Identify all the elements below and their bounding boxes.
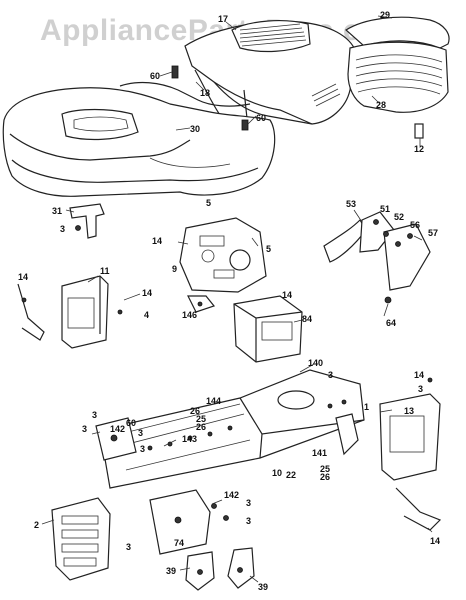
callout-142: 142 xyxy=(224,490,239,500)
callout-31: 31 xyxy=(52,206,62,216)
fender xyxy=(2,65,276,197)
callout-3: 3 xyxy=(92,410,97,420)
callout-14: 14 xyxy=(282,290,292,300)
callout-12: 12 xyxy=(414,144,424,154)
callout-3: 3 xyxy=(246,516,251,526)
front-plate xyxy=(51,497,111,581)
callout-3: 3 xyxy=(82,424,87,434)
callout-2: 2 xyxy=(34,520,39,530)
callout-52: 52 xyxy=(394,212,404,222)
callout-9: 9 xyxy=(172,264,177,274)
side-plate-left xyxy=(17,275,123,349)
callout-142: 142 xyxy=(110,424,125,434)
callout-30: 30 xyxy=(190,124,200,134)
battery-box xyxy=(233,295,303,363)
callout-3: 3 xyxy=(246,498,251,508)
callout-14: 14 xyxy=(430,536,440,546)
callout-53: 53 xyxy=(346,199,356,209)
bracket-146 xyxy=(187,295,216,313)
callout-144: 144 xyxy=(206,396,221,406)
frame-brace xyxy=(335,413,359,456)
callout-146: 146 xyxy=(182,310,197,320)
callout-14: 14 xyxy=(414,370,424,380)
callout-140: 140 xyxy=(308,358,323,368)
callout-3: 3 xyxy=(328,370,333,380)
dash-panel xyxy=(179,217,267,293)
callout-74: 74 xyxy=(174,538,184,548)
callout-64: 64 xyxy=(386,318,396,328)
lower-bracket xyxy=(149,489,229,555)
callout-3: 3 xyxy=(418,384,423,394)
callout-51: 51 xyxy=(380,204,390,214)
callout-5: 5 xyxy=(266,244,271,254)
callout-25: 25 xyxy=(320,464,330,474)
callout-60: 60 xyxy=(126,418,136,428)
callout-39: 39 xyxy=(166,566,176,576)
main-frame xyxy=(99,369,365,489)
callout-5: 5 xyxy=(206,198,211,208)
callout-141: 141 xyxy=(312,448,327,458)
callout-57: 57 xyxy=(428,228,438,238)
callout-29: 29 xyxy=(380,10,390,20)
seat-brackets xyxy=(323,211,431,304)
axle-bracket xyxy=(95,417,137,461)
callout-14: 14 xyxy=(18,272,28,282)
callout-14: 14 xyxy=(142,288,152,298)
callout-28: 28 xyxy=(376,100,386,110)
callout-25: 25 xyxy=(196,414,206,424)
callout-26: 26 xyxy=(196,422,206,432)
callout-11: 11 xyxy=(100,266,110,276)
callout-14: 14 xyxy=(152,236,162,246)
callout-3: 3 xyxy=(140,444,145,454)
callout-3: 3 xyxy=(126,542,131,552)
hood xyxy=(184,20,357,131)
side-plate-right xyxy=(379,377,442,531)
callout-18: 18 xyxy=(200,88,210,98)
callout-1: 1 xyxy=(364,402,369,412)
callout-39: 39 xyxy=(258,582,268,592)
callout-13: 13 xyxy=(404,406,414,416)
callout-26: 26 xyxy=(320,472,330,482)
bracket-31 xyxy=(69,203,105,239)
callout-4: 4 xyxy=(144,310,149,320)
callout-17: 17 xyxy=(218,14,228,24)
callout-60: 60 xyxy=(150,71,160,81)
leader-lines xyxy=(41,15,433,583)
callout-10: 10 xyxy=(272,468,282,478)
brackets-39 xyxy=(185,547,255,591)
callout-56: 56 xyxy=(410,220,420,230)
callout-22: 22 xyxy=(286,470,296,480)
grille xyxy=(345,16,450,139)
callout-3: 3 xyxy=(138,428,143,438)
callout-3: 3 xyxy=(60,224,65,234)
callout-84: 84 xyxy=(302,314,312,324)
callout-143: 143 xyxy=(182,434,197,444)
callout-labels: 17 29 60 18 30 60 28 12 31 3 5 14 9 5 53… xyxy=(18,10,440,592)
callout-26: 26 xyxy=(190,406,200,416)
callout-60: 60 xyxy=(256,113,266,123)
